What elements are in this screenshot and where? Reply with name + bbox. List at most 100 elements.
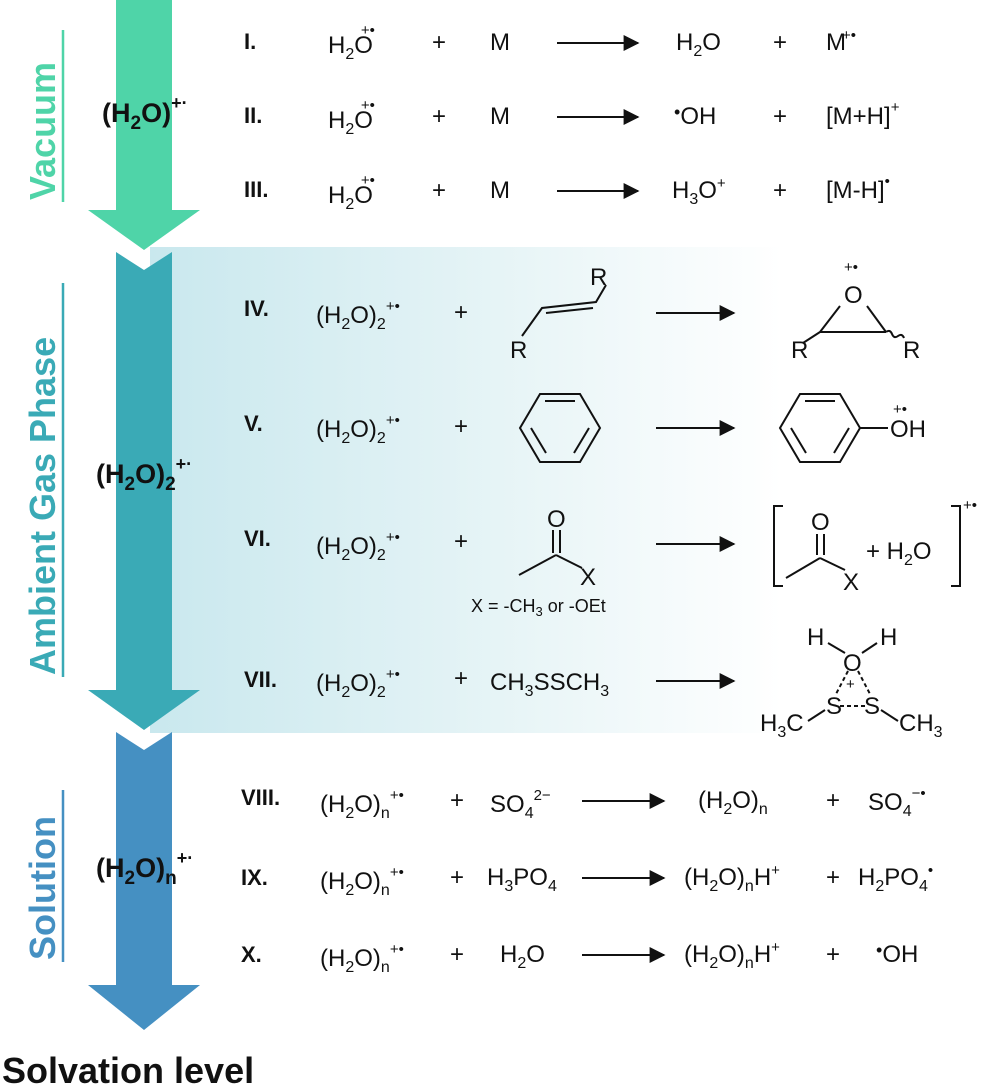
reaction-number: V. xyxy=(244,411,263,436)
benzene-structure xyxy=(518,393,602,463)
reaction-number: VIII. xyxy=(241,785,280,810)
cluster-label-ambient: (H2O)2+· xyxy=(96,454,192,495)
product-protonated-cluster: (H2O)nH+ xyxy=(684,862,780,895)
plus-sign: + xyxy=(450,864,464,891)
phenol-charge: +• xyxy=(893,401,907,418)
plus-sign: + xyxy=(450,787,464,814)
reaction-II: II. H2O+• + M •OH + [M+H]+ xyxy=(244,97,900,138)
carbonyl-X: X xyxy=(580,564,596,591)
sulfur-adduct-structure xyxy=(807,642,899,722)
product-water-adduct: + H2O xyxy=(866,538,932,569)
cluster-label-vacuum: (H2O)+· xyxy=(102,93,188,134)
plus-sign: + xyxy=(450,941,464,968)
epoxide-R-right: R xyxy=(903,337,920,364)
ambient-background-panel xyxy=(150,247,782,733)
reaction-I: I. H2O+• + M H2O + M+• xyxy=(244,22,856,63)
adduct-sulfur-right: S xyxy=(864,693,880,720)
reactant-dimethyl-disulfide: CH3SSCH3 xyxy=(490,669,609,700)
product-hydroxyl-radical: •OH xyxy=(674,102,716,130)
cluster-label-solution: (H2O)n+· xyxy=(96,848,193,889)
reactant-water: H2O xyxy=(500,941,545,972)
epoxide-structure xyxy=(802,305,905,344)
solvation-level-caption: Solvation level xyxy=(2,1050,254,1091)
right-bracket xyxy=(951,505,961,587)
reaction-number: IV. xyxy=(244,296,269,321)
reaction-VI: VI. (H2O)2+• + O X X = -CH3 or -OEt O X … xyxy=(244,497,977,619)
reaction-number: IX. xyxy=(241,865,268,890)
plus-sign: + xyxy=(826,864,840,891)
reactant-water-dimer-cation: (H2O)2+• xyxy=(316,529,400,564)
phenol-structure xyxy=(778,393,888,463)
adduct-oxygen: O xyxy=(843,650,862,677)
plus-sign: + xyxy=(454,528,468,555)
adduct-methyl-right: CH3 xyxy=(899,710,943,741)
reactant-water-cation: H2O+• xyxy=(328,172,375,213)
plus-sign: + xyxy=(432,177,446,204)
alkene-R-bottom: R xyxy=(510,337,527,364)
plus-sign: + xyxy=(454,299,468,326)
plus-sign: + xyxy=(432,29,446,56)
bracket-charge: +• xyxy=(963,497,977,514)
reactant-water-cation: H2O+• xyxy=(328,97,375,138)
reaction-number: II. xyxy=(244,103,262,128)
reactant-water-cation: H2O+• xyxy=(328,22,375,63)
plus-sign: + xyxy=(826,787,840,814)
product-water: H2O xyxy=(676,29,721,60)
product-water-cluster: (H2O)n xyxy=(698,787,768,818)
reactant-sulfate: SO42− xyxy=(490,787,551,822)
epoxide-charge: +• xyxy=(844,259,858,276)
reaction-VIII: VIII. (H2O)n+• + SO42− (H2O)n + SO4−• xyxy=(241,785,926,822)
product-M-cation: M+• xyxy=(826,27,856,56)
product-sulfate-radical: SO4−• xyxy=(868,785,926,820)
product-hydronium: H3O+ xyxy=(672,175,726,208)
adduct-hydrogen-left: H xyxy=(807,624,824,651)
substituent-note: X = -CH3 or -OEt xyxy=(471,596,606,619)
solution-arrow xyxy=(88,732,200,1030)
phenol-hydroxyl: OH xyxy=(890,416,926,443)
reactant-phosphoric-acid: H3PO4 xyxy=(487,864,557,895)
carbonyl-structure xyxy=(518,530,583,576)
vacuum-arrow xyxy=(88,0,200,250)
reactant-M: M xyxy=(490,177,510,204)
phase-label-solution: Solution xyxy=(22,816,63,960)
product-carbonyl-oxygen: O xyxy=(811,509,830,536)
adduct-charge: + xyxy=(846,676,855,693)
adduct-methyl-left: H3C xyxy=(760,710,804,741)
plus-sign: + xyxy=(773,177,787,204)
plus-sign: + xyxy=(454,665,468,692)
product-dihydrogen-phosphate-radical: H2PO4• xyxy=(858,862,933,895)
epoxide-oxygen: O xyxy=(844,282,863,309)
plus-sign: + xyxy=(454,413,468,440)
alkene-structure xyxy=(521,284,607,337)
reaction-III: III. H2O+• + M H3O+ + [M-H]• xyxy=(244,172,890,213)
product-deprotonated-M: [M-H]• xyxy=(826,173,890,204)
plus-sign: + xyxy=(432,103,446,130)
reactant-water-cluster-cation: (H2O)n+• xyxy=(320,941,404,976)
reaction-number: X. xyxy=(241,942,262,967)
product-protonated-M: [M+H]+ xyxy=(826,99,900,130)
reaction-VII: VII. (H2O)2+• + CH3SSCH3 H H O + S S H3C… xyxy=(244,624,943,741)
reaction-IX: IX. (H2O)n+• + H3PO4 (H2O)nH+ + H2PO4• xyxy=(241,862,933,899)
product-carbonyl-structure xyxy=(785,534,846,579)
reactant-M: M xyxy=(490,103,510,130)
phase-label-ambient: Ambient Gas Phase xyxy=(22,337,63,675)
product-carbonyl-X: X xyxy=(843,569,859,596)
plus-sign: + xyxy=(826,941,840,968)
adduct-sulfur-left: S xyxy=(826,693,842,720)
reactant-water-cluster-cation: (H2O)n+• xyxy=(320,787,404,822)
left-bracket xyxy=(773,505,783,587)
carbonyl-oxygen: O xyxy=(547,506,566,533)
reaction-X: X. (H2O)n+• + H2O (H2O)nH+ + •OH xyxy=(241,939,918,976)
product-protonated-cluster: (H2O)nH+ xyxy=(684,939,780,972)
reactant-water-cluster-cation: (H2O)n+• xyxy=(320,864,404,899)
plus-sign: + xyxy=(773,103,787,130)
epoxide-R-left: R xyxy=(791,337,808,364)
reaction-number: VI. xyxy=(244,526,271,551)
adduct-hydrogen-right: H xyxy=(880,624,897,651)
reaction-number: VII. xyxy=(244,667,277,692)
plus-sign: + xyxy=(773,29,787,56)
reaction-IV: IV. (H2O)2+• + R R O +• R R xyxy=(244,259,920,364)
reaction-number: III. xyxy=(244,177,268,202)
alkene-R-top: R xyxy=(590,264,607,291)
